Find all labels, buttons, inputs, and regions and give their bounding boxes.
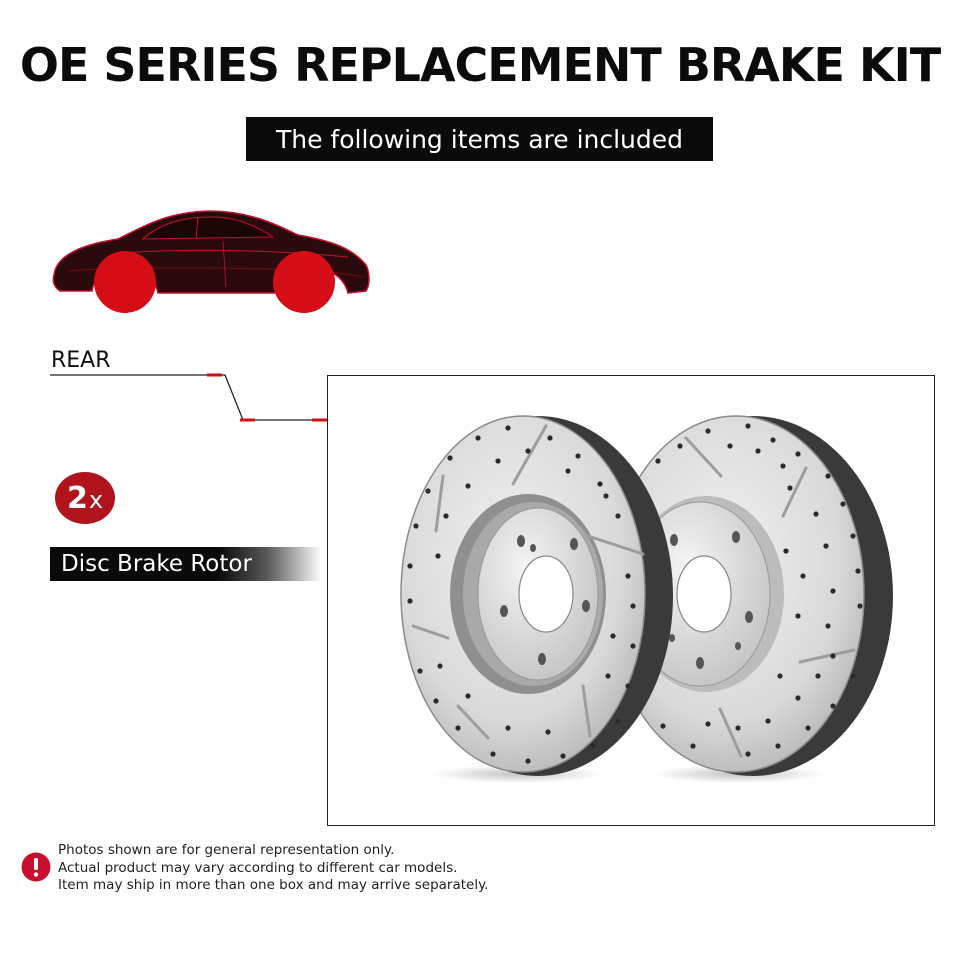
position-label: REAR <box>51 348 111 373</box>
quantity-badge: 2 x <box>55 472 115 524</box>
rotor-front <box>400 415 673 776</box>
page-title: OE SERIES REPLACEMENT BRAKE KIT <box>19 38 941 92</box>
disclaimer-text: Photos shown are for general representat… <box>58 842 488 895</box>
rotor-back <box>607 415 893 776</box>
quantity-suffix: x <box>88 486 104 514</box>
disclaimer-line: Photos shown are for general representat… <box>58 842 395 858</box>
product-name: Disc Brake Rotor <box>61 551 252 577</box>
product-image-frame <box>327 375 935 826</box>
exclamation-circle-icon <box>21 852 51 882</box>
included-items-banner: The following items are included <box>246 117 713 161</box>
brake-rotor-image <box>400 415 893 783</box>
quantity-number: 2 <box>66 480 88 516</box>
position-connector-line <box>50 373 328 422</box>
included-items-text: The following items are included <box>275 124 684 154</box>
disclaimer-line: Actual product may vary according to dif… <box>58 859 458 876</box>
car-silhouette-icon <box>52 210 370 313</box>
disclaimer-line: Item may ship in more than one box and m… <box>58 877 489 893</box>
product-name-banner: Disc Brake Rotor <box>50 547 322 581</box>
